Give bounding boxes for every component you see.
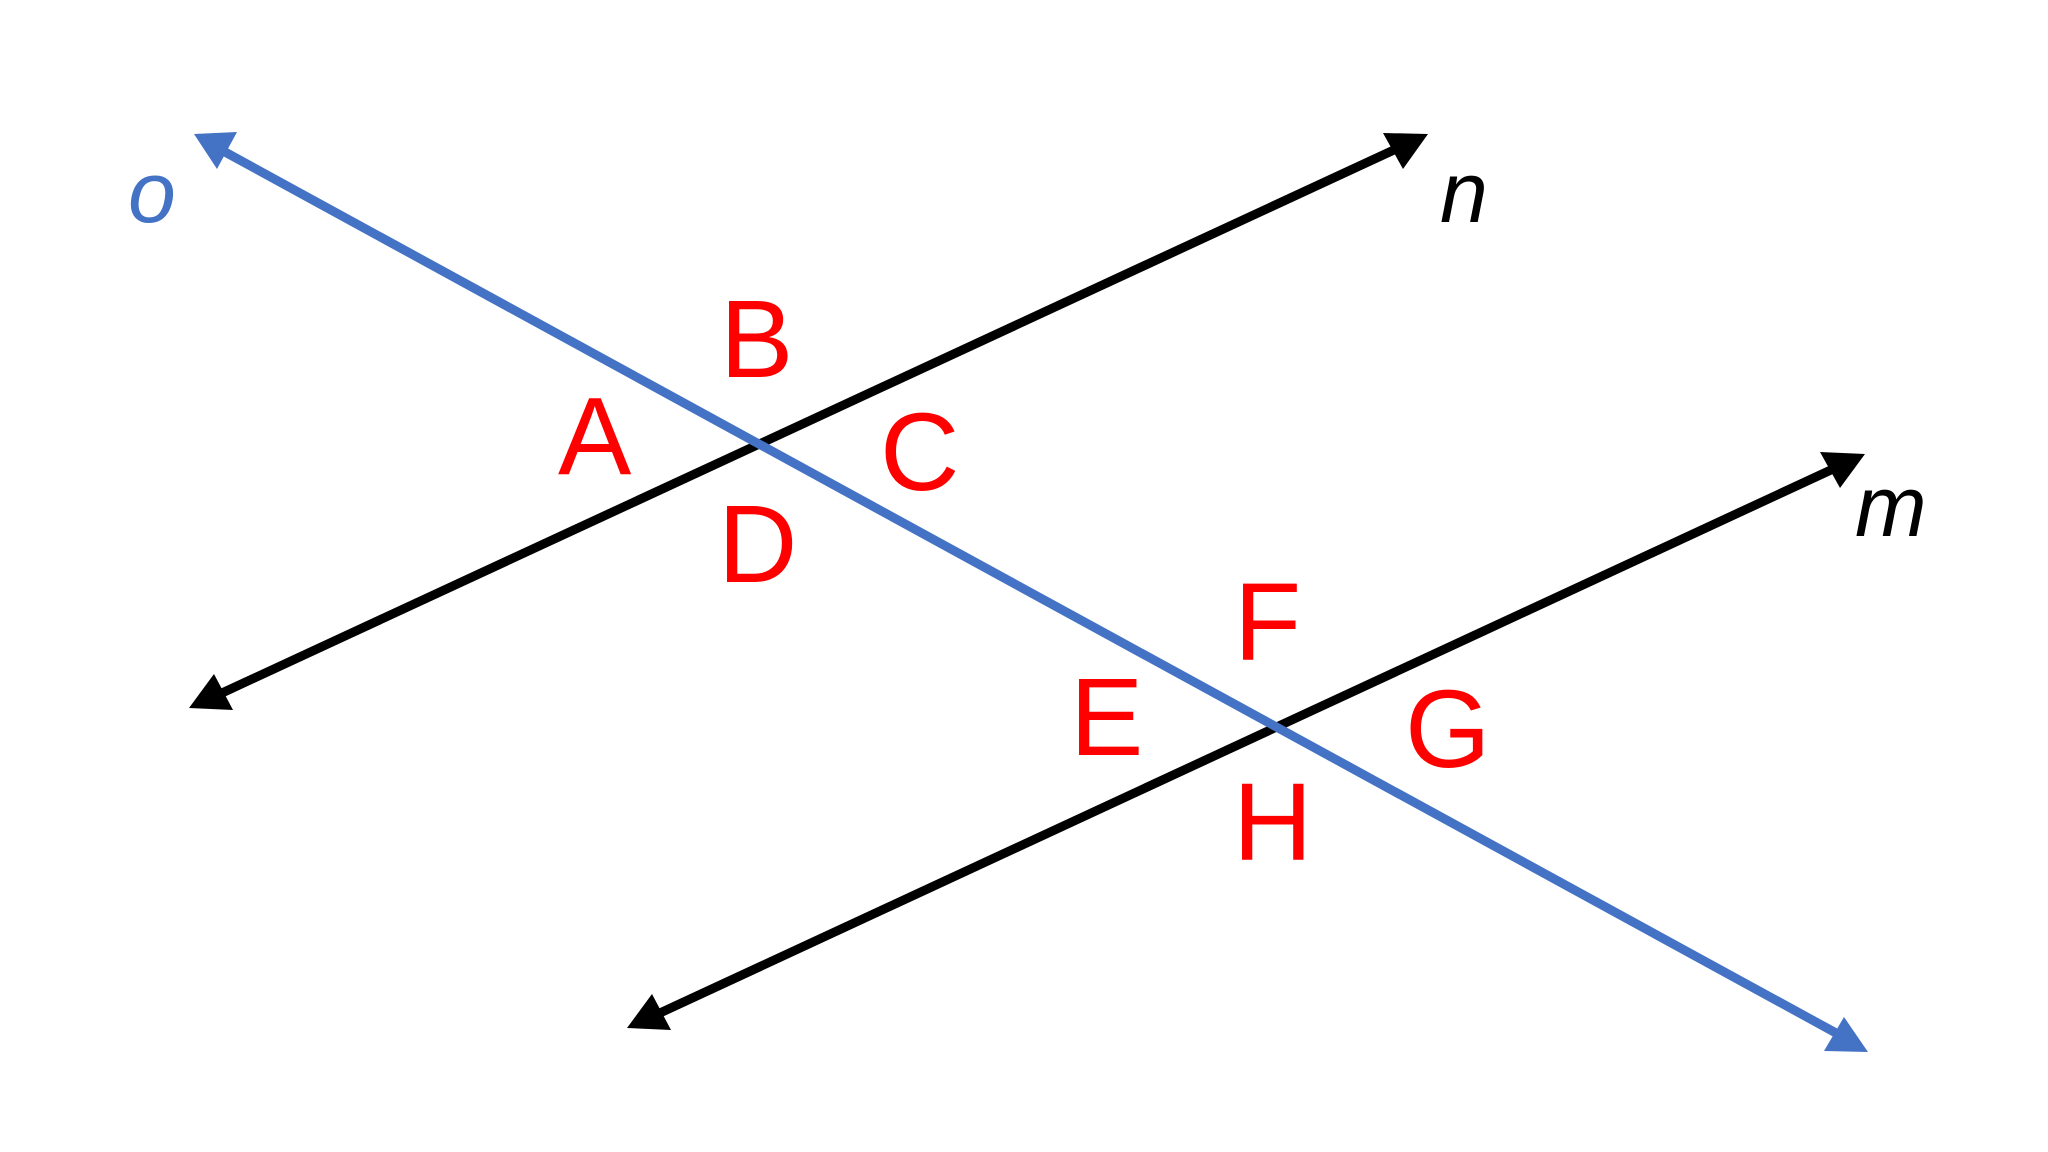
angle-label-g: G <box>1405 668 1491 791</box>
line-m-label: m <box>1855 459 1927 555</box>
line-m <box>627 452 1865 1030</box>
line-n-segment <box>220 144 1398 698</box>
angle-label-b: B <box>720 278 793 401</box>
line-o-segment <box>222 148 1839 1037</box>
angle-label-e: E <box>1070 656 1143 779</box>
line-m-segment <box>658 464 1835 1018</box>
angle-label-h: H <box>1233 761 1312 884</box>
line-n-label: n <box>1440 145 1488 241</box>
line-n <box>189 133 1428 710</box>
line-o-arrowhead-end <box>1824 1017 1868 1052</box>
angle-label-f: F <box>1234 561 1301 684</box>
angle-label-d: D <box>718 483 797 606</box>
angle-label-a: A <box>558 375 632 498</box>
line-o <box>194 132 1868 1052</box>
line-m-arrowhead-end <box>1820 452 1865 488</box>
line-n-arrowhead-start <box>189 674 233 710</box>
line-o-arrowhead-start <box>194 132 237 169</box>
line-m-arrowhead-start <box>627 994 671 1030</box>
angle-label-c: C <box>880 391 959 514</box>
line-o-label: o <box>128 145 176 241</box>
line-n-arrowhead-end <box>1383 133 1428 169</box>
